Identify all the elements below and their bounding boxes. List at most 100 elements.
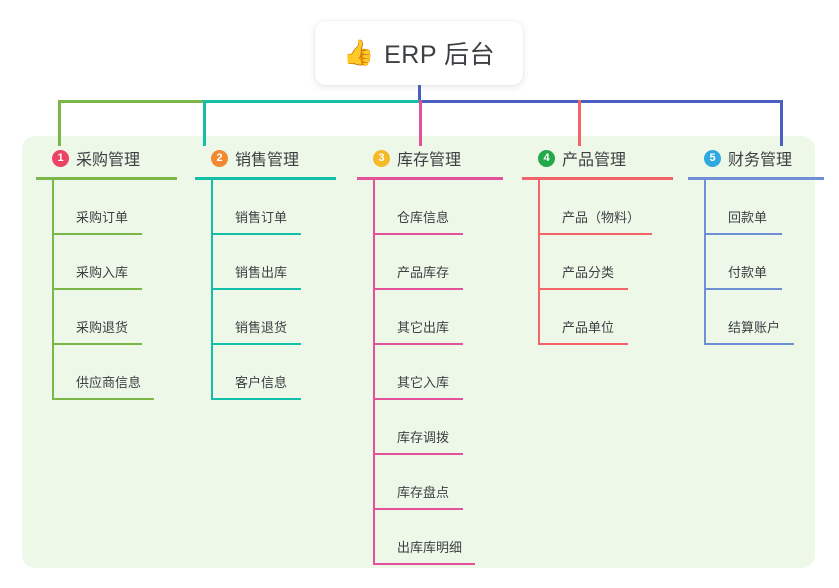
branch-item-underline xyxy=(54,343,142,345)
branch-underline xyxy=(522,177,673,180)
branch-item[interactable]: 库存盘点 xyxy=(375,455,517,510)
branch-title: 产品管理 xyxy=(562,152,627,169)
bus-segment-right xyxy=(419,100,783,103)
branch-item-underline xyxy=(540,233,652,235)
branch-header[interactable]: 3 库存管理 xyxy=(357,146,517,170)
branch-item[interactable]: 采购订单 xyxy=(54,180,191,235)
branch-item-underline xyxy=(54,288,142,290)
branch-item-underline xyxy=(375,398,463,400)
branch-item[interactable]: 销售订单 xyxy=(213,180,350,235)
branch-item[interactable]: 回款单 xyxy=(706,180,838,235)
branch-item[interactable]: 出库库明细 xyxy=(375,510,517,565)
branch-item-label: 仓库信息 xyxy=(397,210,450,225)
branch-number-badge: 3 xyxy=(373,149,390,167)
branch-item[interactable]: 采购退货 xyxy=(54,290,191,345)
branch-item[interactable]: 产品单位 xyxy=(540,290,687,345)
branch-item[interactable]: 销售退货 xyxy=(213,290,350,345)
branch-item[interactable]: 产品库存 xyxy=(375,235,517,290)
branch-item-underline xyxy=(375,453,463,455)
branch-item[interactable]: 销售出库 xyxy=(213,235,350,290)
branch-item[interactable]: 付款单 xyxy=(706,235,838,290)
branch-item-underline xyxy=(213,233,301,235)
branch-item-underline xyxy=(213,288,301,290)
branch-column: 4 产品管理产品（物料） 产品分类产品单位 xyxy=(522,146,687,345)
branch-item-label: 采购订单 xyxy=(76,210,129,225)
branch-item[interactable]: 仓库信息 xyxy=(375,180,517,235)
branch-item-label: 产品分类 xyxy=(562,265,615,280)
branch-item-underline xyxy=(54,398,154,400)
branch-item[interactable]: 库存调拨 xyxy=(375,400,517,455)
branch-number-badge: 5 xyxy=(704,149,721,167)
branch-column: 2 销售管理销售订单销售出库销售退货客户信息 xyxy=(195,146,350,400)
branch-item-label: 付款单 xyxy=(728,265,768,280)
branch-item-label: 销售订单 xyxy=(235,210,288,225)
branch-item-underline xyxy=(54,233,142,235)
branch-item[interactable]: 其它入库 xyxy=(375,345,517,400)
branch-item-label: 产品单位 xyxy=(562,320,615,335)
drop-connector-2 xyxy=(203,100,206,146)
branch-number-badge: 2 xyxy=(211,149,228,167)
branch-item[interactable]: 客户信息 xyxy=(213,345,350,400)
root-stem-connector xyxy=(418,85,421,102)
branch-item-label: 回款单 xyxy=(728,210,768,225)
branch-item[interactable]: 采购入库 xyxy=(54,235,191,290)
branch-item-underline xyxy=(706,288,782,290)
branch-header[interactable]: 2 销售管理 xyxy=(195,146,350,170)
branches-panel xyxy=(22,136,815,568)
root-node[interactable]: 👍 ERP 后台 xyxy=(315,21,523,85)
branch-number-badge: 4 xyxy=(538,149,555,167)
drop-connector-3 xyxy=(419,100,422,146)
branch-title: 库存管理 xyxy=(397,152,462,169)
branch-underline xyxy=(357,177,503,180)
branch-item[interactable]: 结算账户 xyxy=(706,290,838,345)
branch-item-underline xyxy=(375,508,463,510)
bus-segment-left xyxy=(58,100,203,103)
branch-item-label: 出库库明细 xyxy=(397,540,463,555)
branch-item-label: 采购入库 xyxy=(76,265,129,280)
branch-item-label: 其它入库 xyxy=(397,375,450,390)
branch-item-label: 客户信息 xyxy=(235,375,288,390)
branch-item-underline xyxy=(540,288,628,290)
branch-item-label: 供应商信息 xyxy=(76,375,142,390)
branch-item-label: 结算账户 xyxy=(728,320,781,335)
branch-item[interactable]: 其它出库 xyxy=(375,290,517,345)
branch-underline xyxy=(195,177,336,180)
branch-item-label: 其它出库 xyxy=(397,320,450,335)
branch-item[interactable]: 产品分类 xyxy=(540,235,687,290)
branch-items: 产品（物料） 产品分类产品单位 xyxy=(538,180,687,345)
thumbs-up-icon: 👍 xyxy=(342,38,375,67)
branch-items: 采购订单采购入库采购退货供应商信息 xyxy=(52,180,191,400)
branch-item-underline xyxy=(540,343,628,345)
drop-connector-1 xyxy=(58,100,61,146)
branch-item-underline xyxy=(213,398,301,400)
bus-segment-mid xyxy=(203,100,419,103)
branch-item[interactable]: 产品（物料） xyxy=(540,180,687,235)
branch-items: 销售订单销售出库销售退货客户信息 xyxy=(211,180,350,400)
branch-item-underline xyxy=(375,343,463,345)
branch-title: 销售管理 xyxy=(235,152,300,169)
branch-item-underline xyxy=(706,343,794,345)
branch-item-label: 销售出库 xyxy=(235,265,288,280)
branch-item-label: 采购退货 xyxy=(76,320,129,335)
drop-connector-5 xyxy=(780,100,783,146)
drop-connector-4 xyxy=(578,100,581,146)
branch-underline xyxy=(688,177,824,180)
branch-item-label: 产品（物料） xyxy=(562,210,641,225)
branch-item-label: 库存盘点 xyxy=(397,485,450,500)
branch-column: 5 财务管理回款单付款单结算账户 xyxy=(688,146,838,345)
branch-header[interactable]: 5 财务管理 xyxy=(688,146,838,170)
branch-item-underline xyxy=(213,343,301,345)
root-title: ERP 后台 xyxy=(384,41,496,69)
branch-items: 回款单付款单结算账户 xyxy=(704,180,838,345)
branch-item-label: 产品库存 xyxy=(397,265,450,280)
branch-title: 财务管理 xyxy=(728,152,793,169)
branch-item-label: 销售退货 xyxy=(235,320,288,335)
branch-item-underline xyxy=(706,233,782,235)
branch-item-label: 库存调拨 xyxy=(397,430,450,445)
branch-item-underline xyxy=(375,288,463,290)
branch-item[interactable]: 供应商信息 xyxy=(54,345,191,400)
branch-header[interactable]: 4 产品管理 xyxy=(522,146,687,170)
